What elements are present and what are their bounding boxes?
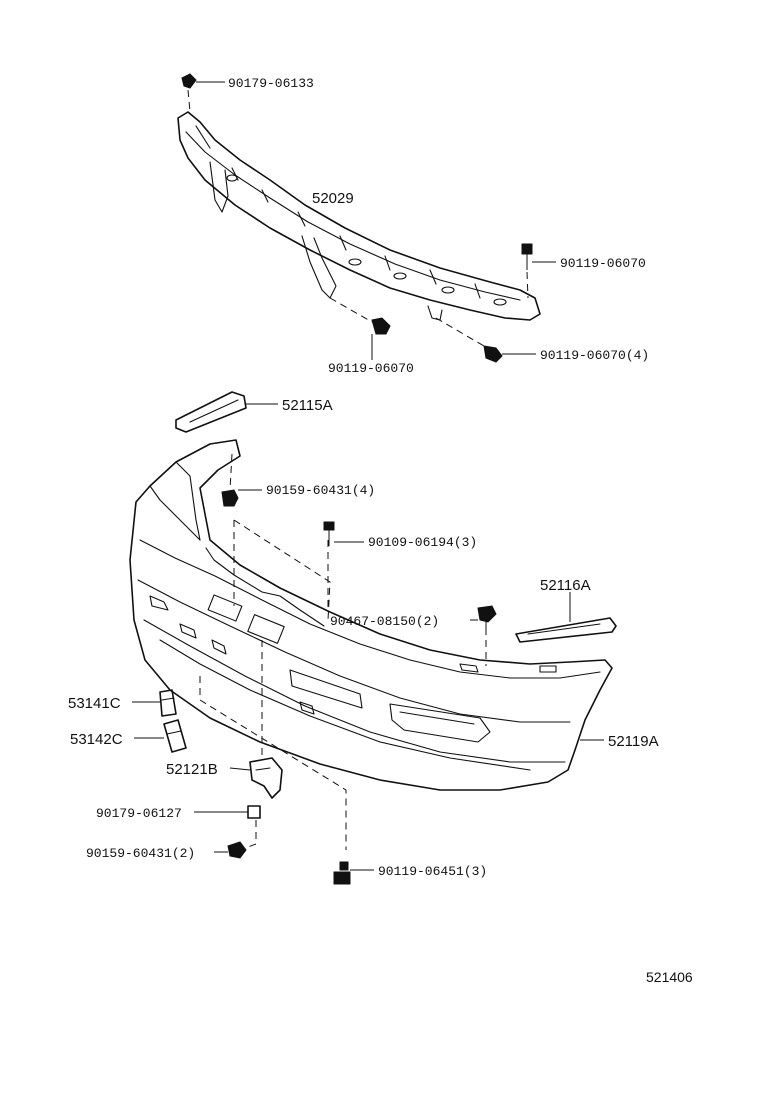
nut-90119-06070-bottom-icon bbox=[329, 297, 391, 335]
bolt-90119-06451-3-icon bbox=[333, 861, 351, 885]
bracket-52115A bbox=[175, 391, 247, 433]
label-90179-06127: 90179-06127 bbox=[96, 806, 182, 821]
label-53141C: 53141C bbox=[68, 695, 121, 712]
label-90109-06194-3: 90109-06194(3) bbox=[368, 535, 477, 550]
assembly-guide-lines bbox=[199, 453, 487, 851]
clip-53142C bbox=[163, 719, 187, 753]
nut-90179-06127-icon bbox=[247, 805, 261, 819]
bumper-reinforcement-52029 bbox=[177, 111, 541, 321]
label-90119-06070-right: 90119-06070 bbox=[560, 256, 646, 271]
label-52121B: 52121B bbox=[166, 761, 218, 778]
label-90159-60431-4: 90159-60431(4) bbox=[266, 483, 375, 498]
label-53142C: 53142C bbox=[70, 731, 123, 748]
bracket-52116A bbox=[515, 617, 617, 643]
bolt-90119-06070-right-icon bbox=[521, 243, 533, 299]
screw-90109-06194-3-icon bbox=[323, 521, 335, 546]
bracket-52121B bbox=[249, 757, 283, 799]
clip-90179-06133-icon bbox=[181, 73, 197, 113]
clip-90159-60431-4-icon bbox=[221, 489, 239, 507]
label-90467-08150-2: 90467-08150(2) bbox=[330, 614, 439, 629]
label-90159-60431-2: 90159-60431(2) bbox=[86, 846, 195, 861]
clip-53141C bbox=[159, 689, 177, 717]
label-90179-06133: 90179-06133 bbox=[228, 76, 314, 91]
label-52119A: 52119A bbox=[608, 733, 659, 750]
clip-90467-08150-2-icon bbox=[477, 605, 497, 630]
bolt-90119-06070-4-icon bbox=[435, 317, 503, 363]
leader-lines bbox=[132, 81, 604, 871]
label-52116A: 52116A bbox=[540, 577, 591, 594]
label-90119-06070-4: 90119-06070(4) bbox=[540, 348, 649, 363]
label-52115A: 52115A bbox=[282, 397, 333, 414]
clip-90159-60431-2-icon bbox=[227, 841, 247, 859]
diagram-code: 521406 bbox=[646, 969, 693, 985]
bumper-cover-52119A bbox=[129, 439, 613, 791]
label-90119-06451-3: 90119-06451(3) bbox=[378, 864, 487, 879]
label-90119-06070-bottom: 90119-06070 bbox=[328, 361, 414, 376]
label-52029: 52029 bbox=[312, 190, 354, 207]
